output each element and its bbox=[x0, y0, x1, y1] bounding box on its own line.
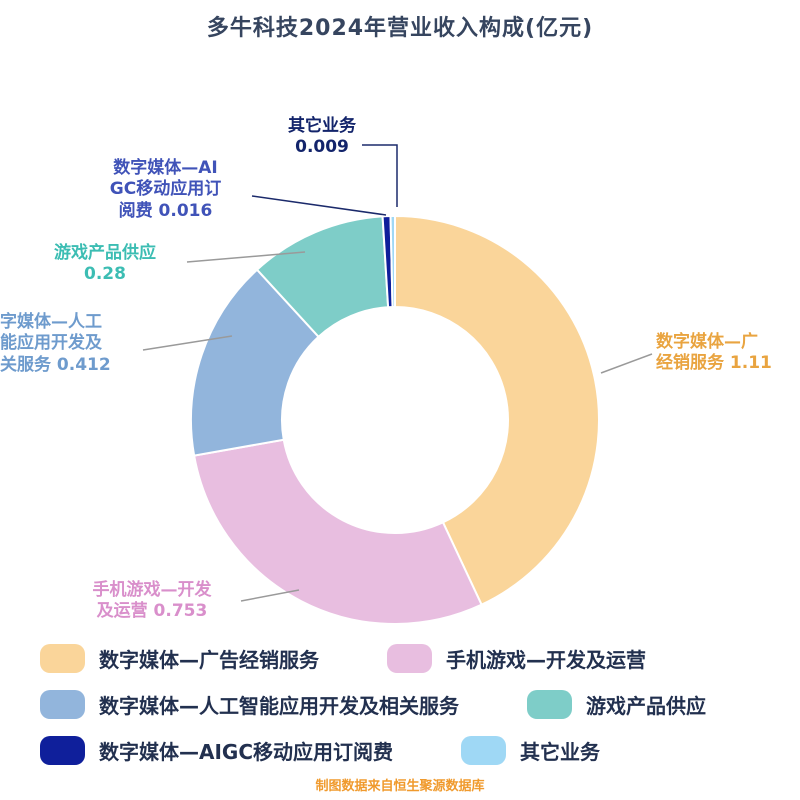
callout-value: 关服务 0.412 bbox=[0, 354, 111, 375]
leader-line-aigc bbox=[251, 195, 387, 216]
callout-line: 数字媒体—广 bbox=[656, 332, 758, 352]
callout-line: 手机游戏—开发 bbox=[92, 580, 212, 600]
callout-other-business: 其它业务 0.009 bbox=[252, 116, 392, 159]
legend-label: 数字媒体—广告经销服务 bbox=[99, 648, 319, 672]
chart-title: 多牛科技2024年营业收入构成(亿元) bbox=[206, 16, 594, 41]
legend-item-game-supply: 游戏产品供应 bbox=[527, 690, 706, 719]
callout-line: 能应用开发及 bbox=[0, 333, 102, 354]
callout-value: 0.009 bbox=[295, 137, 349, 158]
callout-line: 游戏产品供应 bbox=[54, 243, 156, 263]
pie-segment-2 bbox=[190, 268, 320, 457]
legend-row: 数字媒体—AIGC移动应用订阅费 其它业务 bbox=[40, 736, 790, 765]
callout-aigc-subscription: 数字媒体—AI GC移动应用订 阅费 0.016 bbox=[78, 158, 253, 222]
data-source-note: 制图数据来自恒生聚源数据库 bbox=[315, 779, 485, 794]
legend-row: 数字媒体—人工智能应用开发及相关服务 游戏产品供应 bbox=[40, 690, 790, 719]
legend: 数字媒体—广告经销服务 手机游戏—开发及运营 数字媒体—人工智能应用开发及相关服… bbox=[40, 644, 790, 765]
callout-value: 经销服务 1.11 bbox=[656, 353, 772, 374]
legend-label: 游戏产品供应 bbox=[586, 694, 706, 718]
callout-ad-services: 数字媒体—广 经销服务 1.11 bbox=[656, 332, 800, 375]
callout-line: 其它业务 bbox=[288, 116, 356, 136]
legend-label: 其它业务 bbox=[520, 740, 601, 764]
leader-line-ad bbox=[600, 353, 653, 374]
legend-swatch-ad-services bbox=[40, 644, 85, 673]
callout-value: 阅费 0.016 bbox=[118, 200, 213, 221]
legend-item-aigc-subscription: 数字媒体—AIGC移动应用订阅费 bbox=[40, 736, 393, 765]
legend-item-ai-services: 数字媒体—人工智能应用开发及相关服务 bbox=[40, 690, 459, 719]
callout-game-supply: 游戏产品供应 0.28 bbox=[30, 243, 180, 286]
legend-label: 数字媒体—人工智能应用开发及相关服务 bbox=[99, 694, 459, 718]
legend-item-mobile-games: 手机游戏—开发及运营 bbox=[387, 644, 646, 673]
legend-item-other-business: 其它业务 bbox=[461, 736, 600, 765]
pie-segment-5 bbox=[389, 214, 396, 309]
leader-line-ai bbox=[142, 335, 233, 351]
callout-line: 数字媒体—AI bbox=[113, 158, 218, 178]
legend-row: 数字媒体—广告经销服务 手机游戏—开发及运营 bbox=[40, 644, 790, 673]
leader-lines bbox=[142, 144, 653, 602]
leader-line-other bbox=[362, 144, 398, 207]
leader-line-mobile bbox=[240, 589, 300, 602]
pie-segment-1 bbox=[192, 438, 483, 625]
legend-swatch-game-supply bbox=[527, 690, 572, 719]
legend-label: 手机游戏—开发及运营 bbox=[446, 648, 646, 672]
pie-segment-0 bbox=[394, 214, 600, 607]
legend-swatch-mobile-games bbox=[387, 644, 432, 673]
legend-item-ad-services: 数字媒体—广告经销服务 bbox=[40, 644, 319, 673]
legend-label: 数字媒体—AIGC移动应用订阅费 bbox=[99, 740, 394, 764]
callout-value: 及运营 0.753 bbox=[96, 601, 208, 622]
donut-segments bbox=[190, 214, 600, 625]
legend-swatch-aigc-subscription bbox=[40, 736, 85, 765]
legend-swatch-ai-services bbox=[40, 690, 85, 719]
leader-line-game-supply bbox=[186, 251, 306, 263]
callout-mobile-games: 手机游戏—开发 及运营 0.753 bbox=[62, 580, 242, 623]
legend-swatch-other-business bbox=[461, 736, 507, 765]
callout-value: 0.28 bbox=[84, 264, 126, 285]
callout-line: GC移动应用订 bbox=[109, 179, 222, 200]
callout-line: 字媒体—人工 bbox=[0, 312, 102, 332]
callout-ai-services: 字媒体—人工 能应用开发及 关服务 0.412 bbox=[0, 312, 150, 376]
